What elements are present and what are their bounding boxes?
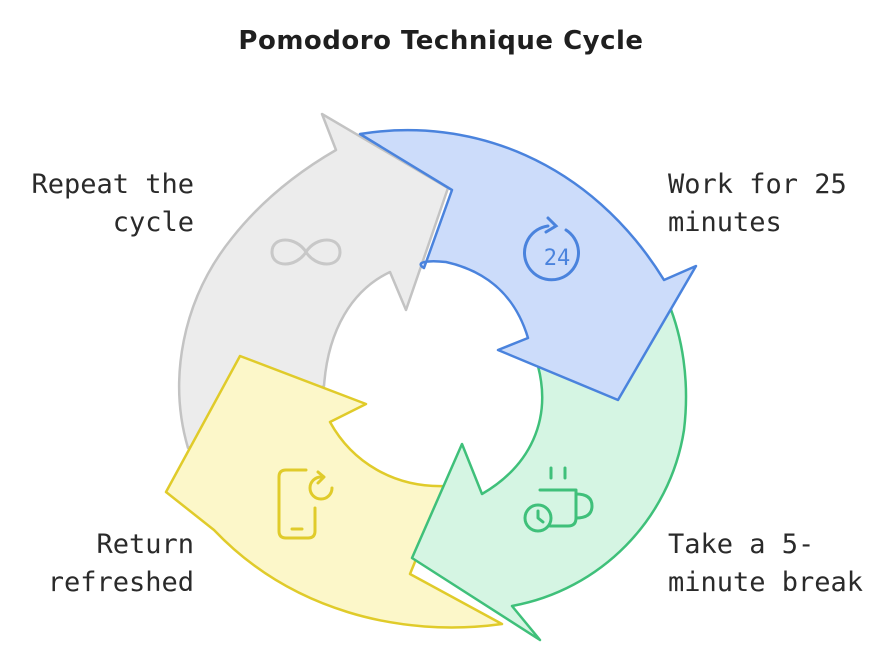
step-label-repeat-line2: cycle xyxy=(112,207,194,238)
step-label-return-line2: refreshed xyxy=(47,567,194,598)
step-label-work-line1: Work for 25 xyxy=(668,169,847,200)
segment-break xyxy=(410,300,688,642)
timer-24-text: 24 xyxy=(544,246,571,271)
phone-refresh-icon xyxy=(277,468,334,540)
step-label-repeat: Repeat the cycle xyxy=(31,166,194,242)
step-label-return-line1: Return xyxy=(96,529,194,560)
step-label-work-line2: minutes xyxy=(668,207,782,238)
diagram-title: Pomodoro Technique Cycle xyxy=(238,26,644,56)
timer-24-icon xyxy=(522,216,580,282)
segment-return xyxy=(164,354,504,629)
coffee-mug-icon xyxy=(523,466,594,533)
step-label-return: Return refreshed xyxy=(48,526,194,602)
step-label-work: Work for 25 minutes xyxy=(668,166,847,242)
infinity-icon xyxy=(270,238,342,266)
step-label-break-line2: minute break xyxy=(668,567,864,598)
step-label-repeat-line1: Repeat the xyxy=(31,169,194,200)
step-label-break-line1: Take a 5- xyxy=(668,529,815,560)
step-label-break: Take a 5- minute break xyxy=(668,526,863,602)
